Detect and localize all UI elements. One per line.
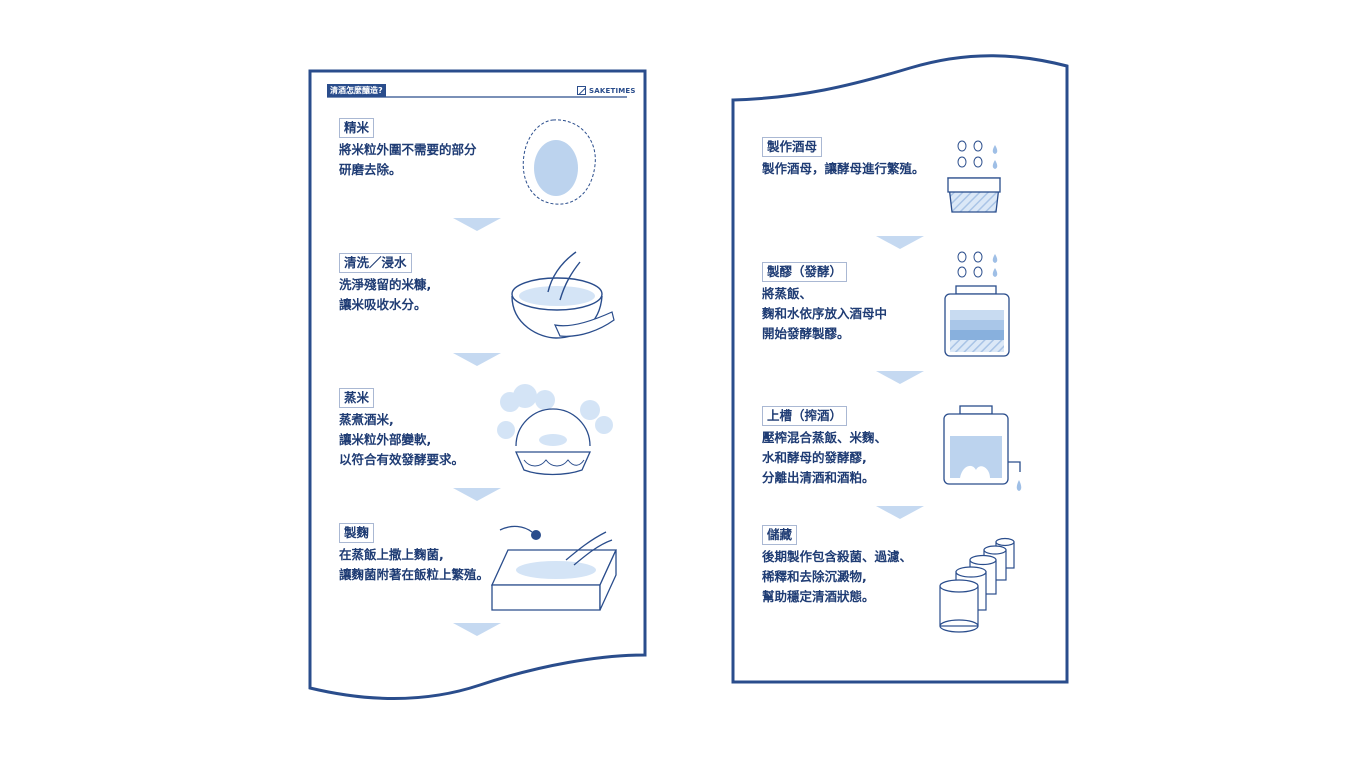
polished-rice-icon [522, 119, 596, 205]
step-desc-steaming: 蒸煮酒米, 讓米粒外部變軟, 以符合有效發酵要求。 [339, 410, 464, 470]
step-desc-line: 麴和水依序放入酒母中 [762, 306, 888, 321]
step-title-storage: 儲藏 [762, 525, 798, 545]
left-panel-frame [308, 69, 647, 700]
step-desc-starter: 製作酒母，讓酵母進行繁殖。 [762, 159, 925, 179]
step-desc-line: 後期製作包含殺菌、過濾、 [762, 549, 913, 564]
step-desc-line: 將米粒外圍不需要的部分 [339, 142, 477, 157]
step-title-koji: 製麴 [339, 523, 375, 543]
flow-arrow [453, 488, 501, 501]
fermentation-tank-icon [944, 251, 1010, 357]
flow-arrow [453, 623, 501, 636]
flow-arrow [876, 236, 924, 249]
step-desc-line: 水和酵母的發酵醪, [762, 450, 867, 465]
step-desc-polishing: 將米粒外圍不需要的部分 研磨去除。 [339, 140, 477, 180]
washing-bowl-icon [511, 251, 615, 339]
step-desc-pressing: 壓榨混合蒸飯、米麴、 水和酵母的發酵醪, 分離出清酒和酒粕。 [762, 428, 887, 488]
step-desc-line: 開始發酵製醪。 [762, 326, 850, 341]
step-title-fermentation: 製醪（發酵） [762, 262, 848, 282]
brand-logo: SAKETIMES [577, 84, 636, 97]
step-title-steaming: 蒸米 [339, 388, 375, 408]
starter-tub-icon [947, 140, 1001, 213]
step-desc-line: 讓米粒外部變軟, [339, 432, 432, 447]
saketimes-logo-icon [577, 86, 586, 95]
flow-arrow [453, 353, 501, 366]
flow-arrow [453, 218, 501, 231]
press-tank-icon [943, 405, 1022, 491]
step-desc-storage: 後期製作包含殺菌、過濾、 稀釋和去除沉澱物, 幫助穩定清酒狀態。 [762, 547, 912, 607]
flow-arrow [876, 371, 924, 384]
steamer-icon [497, 384, 613, 476]
step-desc-line: 研磨去除。 [339, 162, 402, 177]
step-desc-koji: 在蒸飯上撒上麴菌, 讓麴菌附著在飯粒上繁殖。 [339, 545, 489, 585]
storage-barrels-icon [939, 537, 1015, 633]
step-desc-line: 分離出清酒和酒粕。 [762, 470, 875, 485]
step-desc-fermentation: 將蒸飯、 麴和水依序放入酒母中 開始發酵製醪。 [762, 284, 887, 344]
step-desc-line: 以符合有效發酵要求。 [339, 452, 465, 467]
step-title-polishing: 精米 [339, 118, 375, 138]
step-desc-line: 壓榨混合蒸飯、米麴、 [762, 430, 888, 445]
step-desc-line: 在蒸飯上撒上麴菌, [339, 547, 444, 562]
step-desc-line: 洗淨殘留的米糠, [339, 277, 432, 292]
step-title-pressing: 上槽（搾酒） [762, 406, 848, 426]
step-desc-line: 讓麴菌附著在飯粒上繁殖。 [339, 567, 490, 582]
step-desc-washing: 洗淨殘留的米糠, 讓米吸收水分。 [339, 275, 431, 315]
step-desc-line: 蒸煮酒米, [339, 412, 394, 427]
flow-arrow [876, 506, 924, 519]
brand-name: SAKETIMES [589, 86, 636, 95]
koji-tray-icon [490, 525, 618, 611]
header-title: 清酒怎麼釀造? [327, 84, 386, 97]
step-desc-line: 製作酒母，讓酵母進行繁殖。 [762, 161, 925, 176]
step-title-starter: 製作酒母 [762, 137, 823, 157]
step-desc-line: 稀釋和去除沉澱物, [762, 569, 867, 584]
step-title-washing: 清洗／浸水 [339, 253, 412, 273]
step-desc-line: 讓米吸收水分。 [339, 297, 427, 312]
step-desc-line: 將蒸飯、 [762, 286, 813, 301]
step-desc-line: 幫助穩定清酒狀態。 [762, 589, 875, 604]
